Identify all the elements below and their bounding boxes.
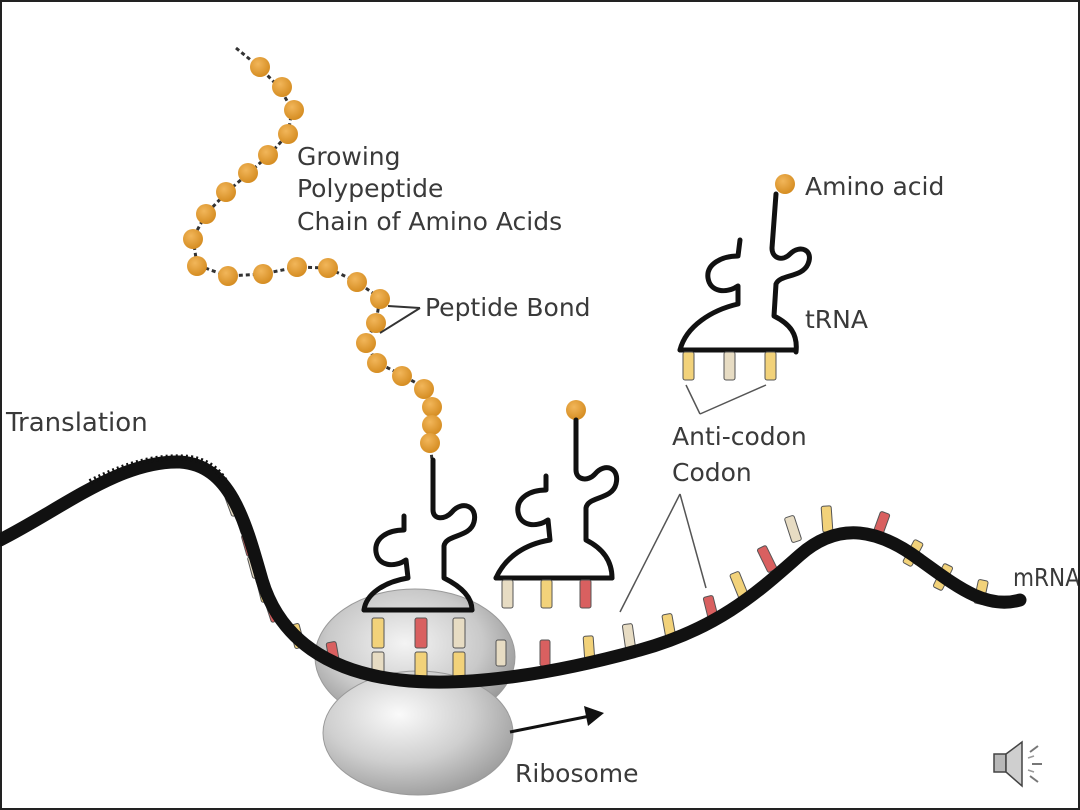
label-peptide-bond: Peptide Bond bbox=[425, 293, 591, 322]
amino-acid-bead bbox=[284, 100, 304, 120]
label-ribosome: Ribosome bbox=[515, 759, 639, 788]
amino-acid-bead bbox=[253, 264, 273, 284]
codon-pointers bbox=[619, 493, 707, 613]
ribosome-direction-arrow bbox=[509, 706, 604, 734]
amino-acid-bead bbox=[775, 174, 795, 194]
label-codon: Codon bbox=[672, 458, 752, 487]
peptide-bond-pointers bbox=[379, 305, 421, 334]
amino-acid-bead bbox=[287, 257, 307, 277]
polypeptide-backbone bbox=[191, 46, 434, 461]
amino-acid-bead bbox=[392, 366, 412, 386]
polypeptide-chain bbox=[183, 46, 442, 461]
label-growing-line3: Chain of Amino Acids bbox=[297, 207, 562, 236]
amino-acid-bead bbox=[566, 400, 586, 420]
amino-acid-bead bbox=[422, 397, 442, 417]
amino-acid-bead bbox=[367, 353, 387, 373]
amino-acid-bead bbox=[272, 77, 292, 97]
amino-acid-bead bbox=[258, 145, 278, 165]
speaker-icon[interactable] bbox=[993, 740, 1042, 788]
label-growing-line1: Growing bbox=[297, 142, 401, 171]
mrna-strand bbox=[0, 455, 1027, 689]
trna-incoming bbox=[493, 400, 620, 609]
amino-acid-bead bbox=[187, 256, 207, 276]
amino-acid-bead bbox=[318, 258, 338, 278]
amino-acid-bead bbox=[183, 229, 203, 249]
label-amino-acid: Amino acid bbox=[805, 172, 944, 201]
amino-acid-bead bbox=[238, 163, 258, 183]
ribosome-small-subunit bbox=[322, 670, 514, 796]
amino-acid-bead bbox=[278, 124, 298, 144]
amino-acid-bead bbox=[370, 289, 390, 309]
trna-in-ribosome bbox=[361, 457, 478, 613]
label-mrna: mRNA bbox=[1013, 563, 1080, 592]
amino-acid-bead bbox=[414, 379, 434, 399]
amino-acid-bead bbox=[420, 433, 440, 453]
label-growing-line2: Polypeptide bbox=[297, 174, 443, 203]
trna-free bbox=[677, 174, 812, 381]
label-anti-codon: Anti-codon bbox=[672, 422, 807, 451]
amino-acid-bead bbox=[216, 182, 236, 202]
amino-acid-bead bbox=[356, 333, 376, 353]
amino-acid-bead bbox=[422, 415, 442, 435]
amino-acid-bead bbox=[218, 266, 238, 286]
amino-acid-bead bbox=[366, 313, 386, 333]
label-translation: Translation bbox=[5, 408, 148, 438]
amino-acid-bead bbox=[196, 204, 216, 224]
mrna-hatched-edge bbox=[88, 454, 235, 497]
amino-acid-bead bbox=[347, 272, 367, 292]
amino-acid-bead bbox=[250, 57, 270, 77]
anti-codon-pointers bbox=[685, 384, 767, 415]
label-trna: tRNA bbox=[805, 305, 868, 334]
